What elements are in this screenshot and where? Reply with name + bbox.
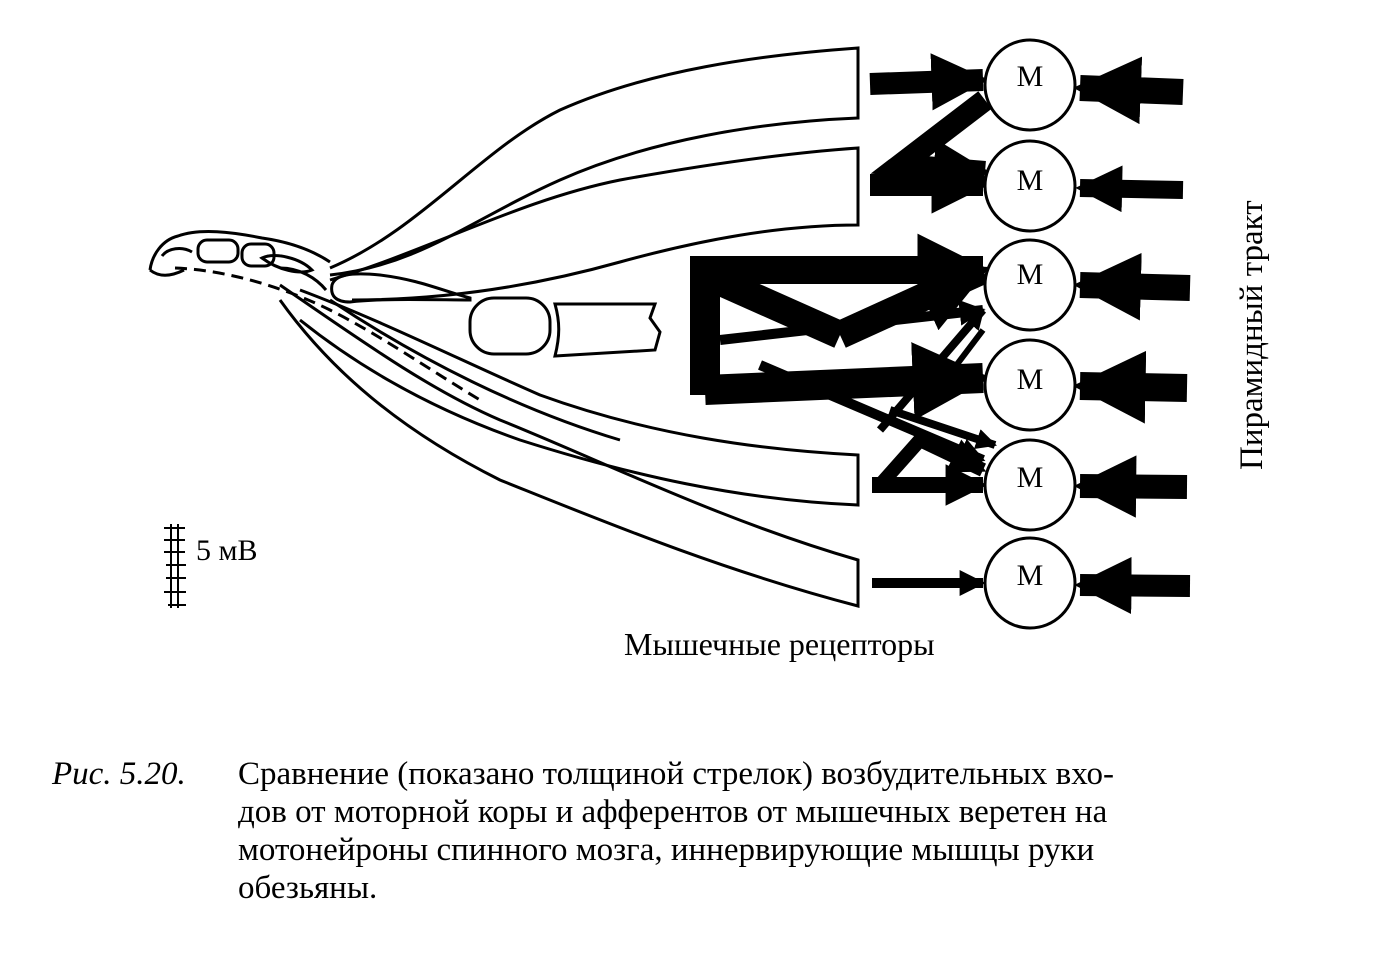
pyramidal-arrow-5 [1073,455,1188,518]
motoneuron-4: M [983,338,1077,432]
muscle-3 [299,288,860,507]
caption-text: Сравнение (показано толщиной стрелок) во… [238,755,1114,907]
scale-label: 5 мВ [196,534,258,567]
neuron-label-3: M [1017,258,1044,291]
caption-line-3: мотонейроны спинного мозга, иннервирующи… [238,832,1095,868]
neuron-label-2: M [1017,164,1044,197]
motoneuron-6: M [983,536,1077,630]
upper-arm-bone [553,302,662,358]
wrist-bone [468,296,552,356]
pyramidal-arrow-6 [1074,556,1191,615]
caption-line-1: Сравнение (показано толщиной стрелок) во… [238,756,1114,792]
neuron-label-5: M [1017,461,1044,494]
neuron-label-4: M [1017,363,1044,396]
hand-outline [148,230,331,271]
motoneuron-2: M [983,139,1077,233]
neuron-label-1: M [1017,60,1044,93]
muscle-1 [329,46,860,277]
forearm-bone [330,272,472,304]
arm-drawing [148,46,860,608]
motoneuron-5: M [983,438,1077,532]
muscle-2 [329,146,860,302]
caption-number: Рис. 5.20. [52,756,186,792]
afferent-arrows [690,53,997,596]
diagram: M M M M M M 5 мВ [148,38,1270,662]
skin-dashed-line [174,266,481,402]
neuron-label-6: M [1017,559,1044,592]
motoneuron-3: M [983,238,1077,332]
afferent-z-1 [870,91,992,197]
caption-line-2: дов от моторной коры и афферентов от мыш… [238,794,1108,830]
caption-line-4: обезьяны. [238,870,378,906]
scale-bar [164,524,186,608]
pyramidal-arrow-2 [1075,165,1184,213]
pyramidal-arrows [1072,56,1191,615]
motoneurons: M M M M M M [983,38,1077,630]
tract-label: Пирамидный тракт [1234,200,1270,470]
pyramidal-arrow-3 [1073,252,1191,321]
receptor-arrow-1 [869,53,989,111]
receptors-label: Мышечные рецепторы [624,626,935,662]
motoneuron-1: M [983,38,1077,132]
pyramidal-arrow-1 [1073,56,1184,125]
muscle-4 [278,283,860,608]
pyramidal-arrow-4 [1072,350,1188,424]
